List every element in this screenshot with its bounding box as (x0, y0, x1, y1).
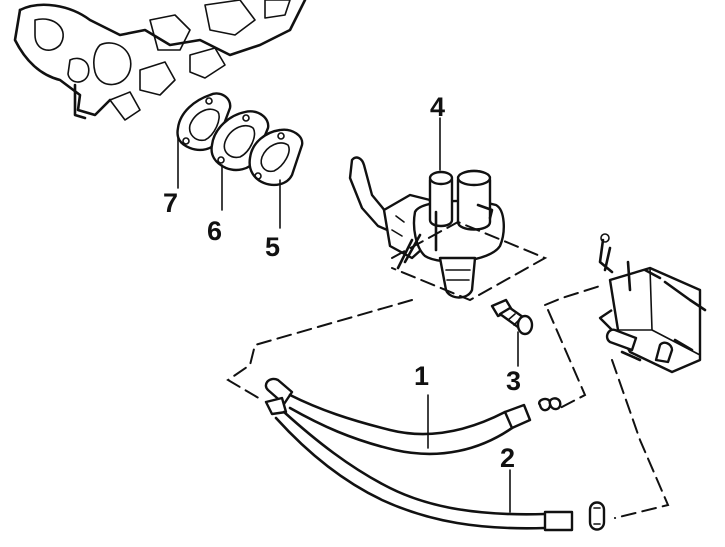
fuel-hose-1 (288, 393, 562, 456)
callout-7: 7 (163, 188, 178, 218)
engine-block (13, 0, 307, 121)
bolt (490, 298, 534, 336)
hose-clamp-left (264, 377, 294, 416)
assembly-line-top-right (544, 285, 601, 306)
gasket-5 (248, 128, 304, 187)
callout-6: 6 (207, 216, 222, 246)
callout-1: 1 (414, 361, 429, 391)
carburetor-fitting (598, 233, 707, 374)
assembly-line-right (611, 359, 670, 519)
assembly-line-mid (547, 309, 587, 409)
callout-3: 3 (506, 366, 521, 396)
callout-5: 5 (265, 232, 280, 262)
fuel-pump (348, 156, 548, 302)
fuel-hose-2 (274, 410, 606, 532)
assembly-line-left (226, 299, 413, 401)
callout-2: 2 (500, 443, 515, 473)
callout-4: 4 (430, 92, 445, 122)
